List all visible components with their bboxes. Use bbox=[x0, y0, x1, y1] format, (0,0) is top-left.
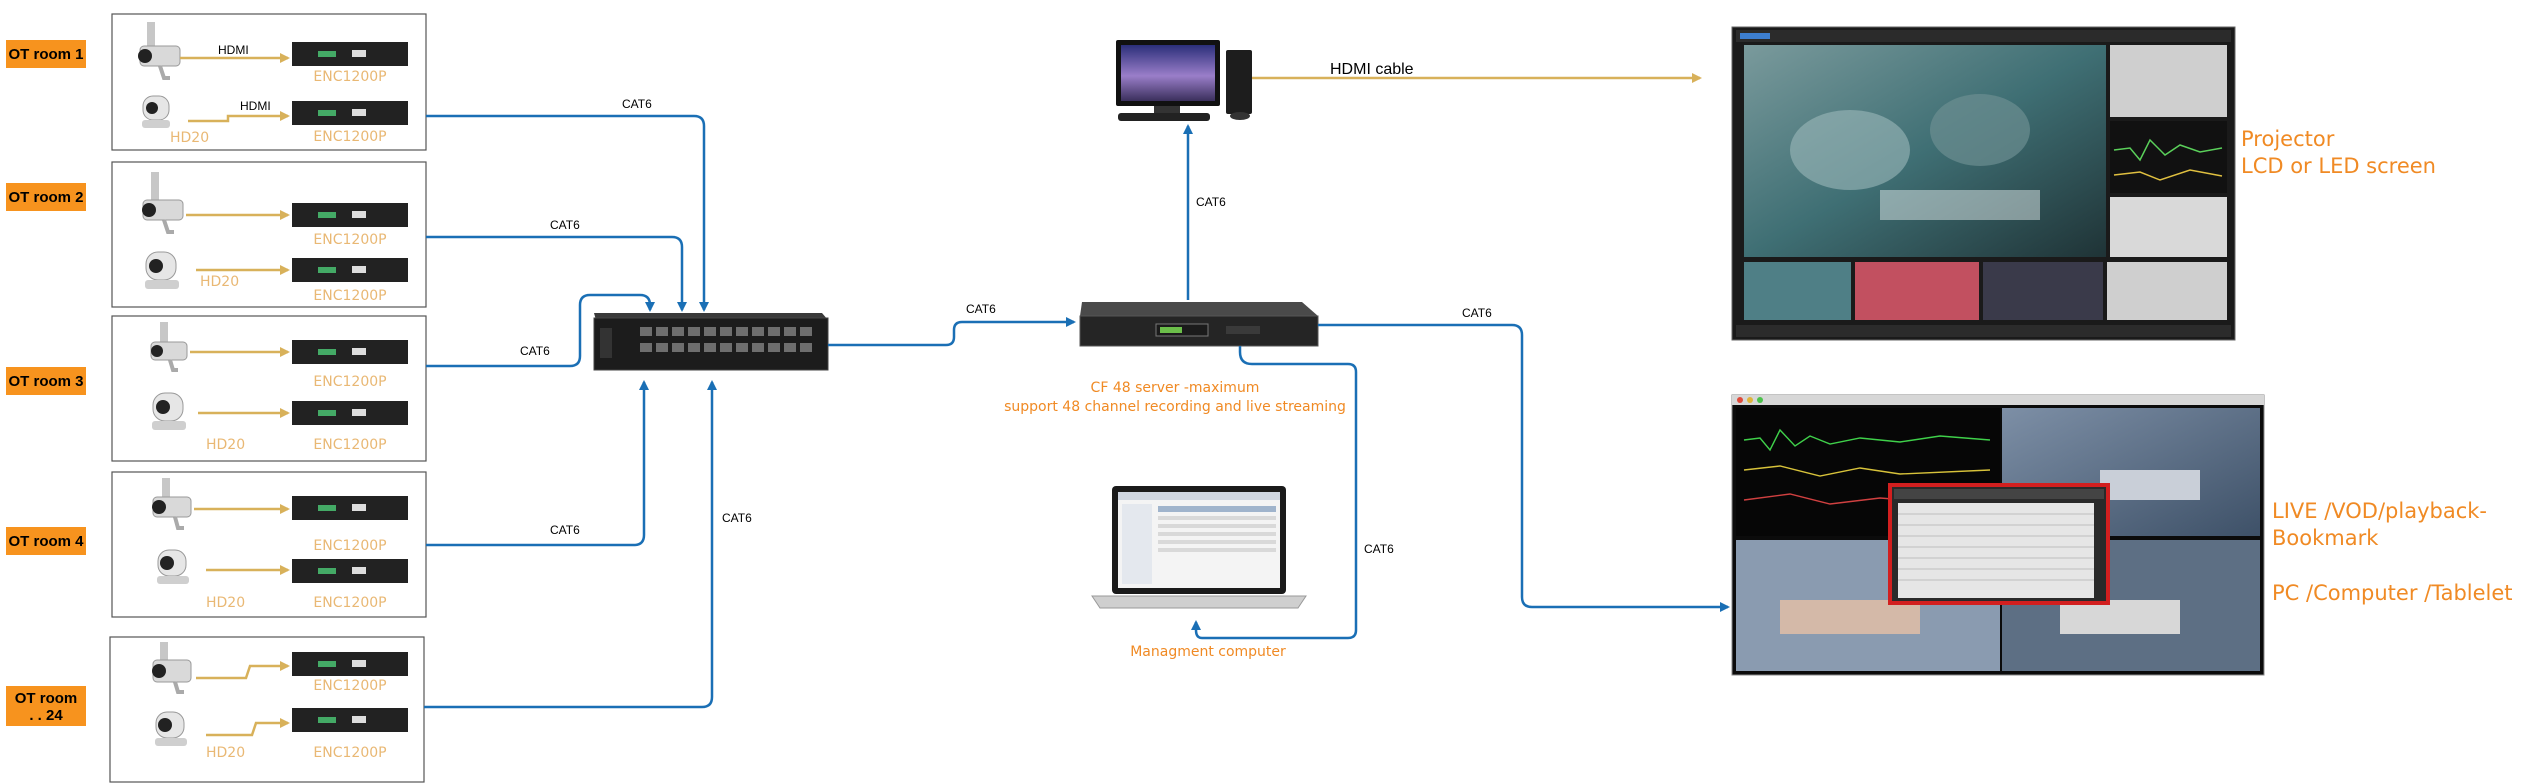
management-caption: Managment computer bbox=[1130, 644, 1286, 660]
cat6-link-room1 bbox=[426, 114, 709, 312]
encoder-label: ENC1200P bbox=[313, 374, 386, 390]
bullet-camera-icon bbox=[152, 642, 192, 694]
projector-caption-line2: LCD or LED screen bbox=[2241, 154, 2436, 178]
desktop-computer-icon bbox=[1116, 40, 1252, 121]
encoder-label: ENC1200P bbox=[313, 129, 386, 145]
room-label-24-line2: . . 24 bbox=[29, 707, 63, 724]
encoder-device bbox=[292, 101, 408, 125]
cat6-link-server-laptop bbox=[1191, 346, 1358, 640]
hdmi-link-room1-a: HDMI bbox=[180, 43, 290, 63]
hdmi-link bbox=[206, 718, 290, 737]
room-label-3: OT room 3 bbox=[8, 373, 83, 390]
cat6-label: CAT6 bbox=[1462, 306, 1492, 320]
camera-label: HD20 bbox=[200, 274, 239, 290]
encoder-device bbox=[292, 258, 408, 282]
cat6-label: CAT6 bbox=[520, 344, 550, 358]
bullet-camera-icon bbox=[142, 172, 184, 234]
ptz-camera-icon bbox=[142, 95, 170, 128]
cat6-label: CAT6 bbox=[722, 511, 752, 525]
network-switch bbox=[593, 313, 829, 371]
camera-label: HD20 bbox=[170, 130, 209, 146]
ptz-camera-icon bbox=[155, 711, 187, 746]
cat6-link-room3 bbox=[426, 293, 655, 368]
encoder-device bbox=[292, 496, 408, 520]
playback-window bbox=[1731, 394, 2265, 676]
server-caption-line1: CF 48 server -maximum bbox=[1091, 380, 1260, 396]
encoder-device bbox=[292, 401, 408, 425]
encoder-device bbox=[292, 340, 408, 364]
bullet-camera-icon bbox=[138, 22, 181, 80]
cat6-label: CAT6 bbox=[1364, 542, 1394, 556]
camera-label: HD20 bbox=[206, 745, 245, 761]
encoder-label: ENC1200P bbox=[313, 69, 386, 85]
room-label-4: OT room 4 bbox=[8, 533, 84, 550]
bullet-camera-icon bbox=[152, 478, 192, 530]
pc-caption: PC /Computer /Tablelet bbox=[2272, 581, 2513, 605]
ptz-camera-icon bbox=[145, 251, 179, 289]
encoder-label: ENC1200P bbox=[313, 678, 386, 694]
room-label-2: OT room 2 bbox=[8, 189, 83, 206]
cat6-link-room24 bbox=[424, 380, 717, 709]
encoder-device bbox=[292, 652, 408, 676]
ptz-camera-icon bbox=[152, 392, 186, 430]
camera-label: HD20 bbox=[206, 595, 245, 611]
laptop-icon bbox=[1091, 486, 1307, 609]
streaming-server bbox=[1079, 302, 1319, 347]
encoder-device bbox=[292, 42, 408, 66]
encoder-device bbox=[292, 203, 408, 227]
encoder-label: ENC1200P bbox=[313, 232, 386, 248]
hdmi-link-room1-b: HDMI bbox=[188, 99, 290, 123]
cat6-label: CAT6 bbox=[550, 523, 580, 537]
room-label-1: OT room 1 bbox=[8, 46, 83, 63]
cat6-label: CAT6 bbox=[550, 218, 580, 232]
ptz-camera-icon bbox=[157, 549, 189, 584]
encoder-label: ENC1200P bbox=[313, 538, 386, 554]
room-badge-3: OT room 3 bbox=[6, 367, 86, 395]
encoder-device bbox=[292, 708, 408, 732]
room-badge-2: OT room 2 bbox=[6, 183, 86, 211]
cat6-label: CAT6 bbox=[622, 97, 652, 111]
hdmi-label: HDMI bbox=[240, 99, 271, 113]
encoder-label: ENC1200P bbox=[313, 437, 386, 453]
encoder-label: ENC1200P bbox=[313, 745, 386, 761]
live-caption-line2: Bookmark bbox=[2272, 526, 2379, 550]
encoder-device bbox=[292, 559, 408, 583]
projector-screen bbox=[1731, 26, 2236, 341]
cat6-link-room4 bbox=[426, 380, 649, 547]
room-badge-4: OT room 4 bbox=[6, 527, 86, 555]
live-caption-line1: LIVE /VOD/playback- bbox=[2272, 499, 2487, 523]
encoder-label: ENC1200P bbox=[313, 595, 386, 611]
cat6-label: CAT6 bbox=[1196, 195, 1226, 209]
room-badge-1: OT room 1 bbox=[6, 40, 86, 68]
projector-caption-line1: Projector bbox=[2241, 127, 2335, 151]
encoder-label: ENC1200P bbox=[313, 288, 386, 304]
hdmi-label: HDMI bbox=[218, 43, 249, 57]
cat6-link-room2 bbox=[426, 235, 687, 312]
hdmi-link bbox=[196, 661, 290, 680]
cat6-label: CAT6 bbox=[966, 302, 996, 316]
room-badge-24: OT room . . 24 bbox=[6, 686, 86, 726]
cat6-link-switch-server bbox=[828, 317, 1076, 347]
room-label-24-line1: OT room bbox=[15, 690, 78, 707]
cat6-link-server-playback bbox=[1318, 323, 1730, 612]
camera-label: HD20 bbox=[206, 437, 245, 453]
server-caption-line2: support 48 channel recording and live st… bbox=[1004, 399, 1346, 415]
bullet-camera-icon bbox=[150, 322, 188, 372]
hdmi-cable-label: HDMI cable bbox=[1330, 61, 1414, 78]
